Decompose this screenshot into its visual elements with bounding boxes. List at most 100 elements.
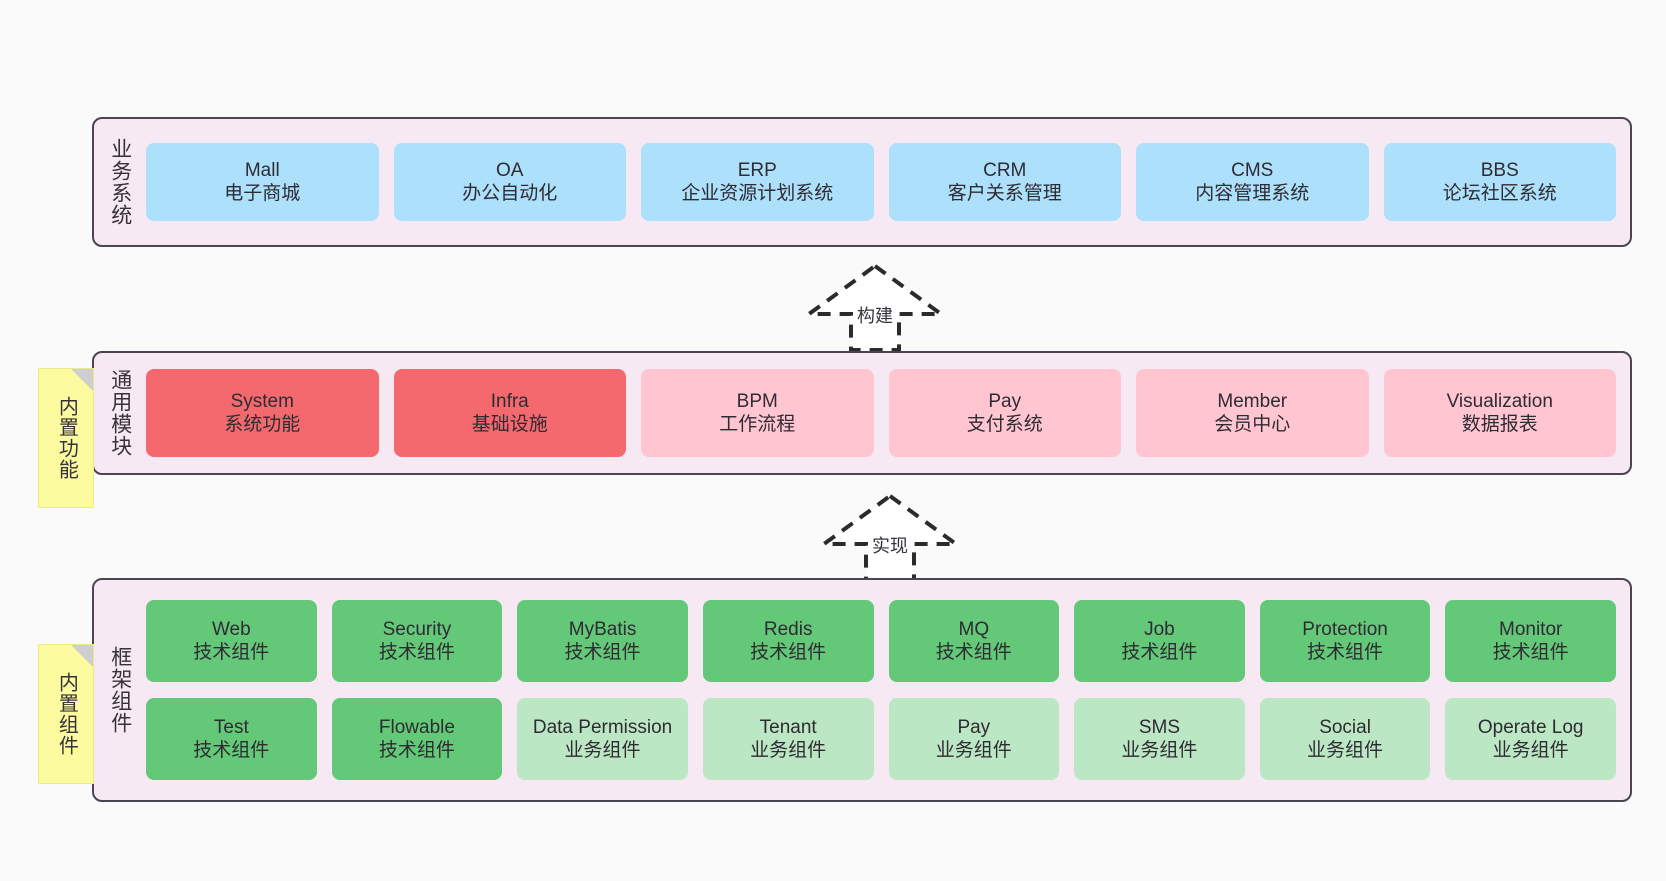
card-desc: 业务组件 — [564, 740, 641, 761]
component-card-web[interactable]: Web 技术组件 — [146, 600, 317, 682]
card-name: BPM — [736, 390, 778, 412]
card-name: Security — [382, 618, 452, 640]
component-card-job[interactable]: Job 技术组件 — [1074, 600, 1245, 682]
note-builtin-component: 内置组件 — [38, 644, 94, 784]
card-name: Monitor — [1499, 618, 1563, 640]
component-card-social[interactable]: Social 业务组件 — [1259, 698, 1431, 780]
card-desc: 技术组件 — [378, 740, 455, 761]
card-name: MQ — [958, 618, 990, 640]
card-desc: 业务组件 — [935, 740, 1012, 761]
card-desc: 客户关系管理 — [947, 183, 1062, 204]
layer-row: Mall 电子商城 OA 办公自动化 ERP 企业资源计划系统 CRM 客户关系… — [146, 143, 1616, 221]
card-name: Social — [1319, 716, 1371, 738]
card-desc: 技术组件 — [1121, 642, 1198, 663]
module-card-member[interactable]: Member 会员中心 — [1136, 369, 1369, 457]
module-card-pay[interactable]: Pay 支付系统 — [888, 369, 1121, 457]
card-name: Tenant — [759, 716, 817, 738]
card-name: Redis — [763, 618, 813, 640]
card-desc: 技术组件 — [935, 642, 1012, 663]
card-name: SMS — [1138, 716, 1181, 738]
layer-common-module: 通用模块 System 系统功能 Infra 基础设施 BPM 工作流程 Pay… — [92, 351, 1632, 475]
card-desc: 支付系统 — [966, 414, 1043, 435]
card-name: Flowable — [378, 716, 455, 738]
card-desc: 技术组件 — [1492, 642, 1569, 663]
card-name: BBS — [1480, 159, 1519, 181]
card-desc: 系统功能 — [224, 414, 301, 435]
card-name: Infra — [490, 390, 529, 412]
layer-business-system: 业务系统 Mall 电子商城 OA 办公自动化 ERP 企业资源计划系统 CRM… — [92, 117, 1632, 247]
business-card-bbs[interactable]: BBS 论坛社区系统 — [1383, 143, 1616, 221]
card-name: MyBatis — [568, 618, 637, 640]
layer-title-common-module: 通用模块 — [108, 369, 132, 457]
card-desc: 技术组件 — [564, 642, 641, 663]
layer-body-business-system: Mall 电子商城 OA 办公自动化 ERP 企业资源计划系统 CRM 客户关系… — [146, 119, 1630, 245]
layer-framework-component: 框架组件 Web 技术组件 Security 技术组件 MyBatis 技术组件… — [92, 578, 1632, 802]
card-desc: 论坛社区系统 — [1442, 183, 1557, 204]
layer-body-common-module: System 系统功能 Infra 基础设施 BPM 工作流程 Pay 支付系统… — [146, 353, 1630, 473]
card-name: Member — [1217, 390, 1288, 412]
component-card-monitor[interactable]: Monitor 技术组件 — [1445, 600, 1616, 682]
component-card-redis[interactable]: Redis 技术组件 — [702, 600, 874, 682]
layer-row: Test 技术组件 Flowable 技术组件 Data Permission … — [146, 698, 1616, 780]
card-name: System — [230, 390, 294, 412]
card-desc: 工作流程 — [719, 414, 796, 435]
component-card-flowable[interactable]: Flowable 技术组件 — [331, 698, 503, 780]
component-card-security[interactable]: Security 技术组件 — [331, 600, 503, 682]
card-name: Data Permission — [532, 716, 673, 738]
component-card-sms[interactable]: SMS 业务组件 — [1074, 698, 1245, 780]
card-desc: 业务组件 — [1121, 740, 1198, 761]
card-desc: 会员中心 — [1214, 414, 1291, 435]
business-card-erp[interactable]: ERP 企业资源计划系统 — [641, 143, 874, 221]
card-name: Operate Log — [1477, 716, 1584, 738]
layer-title-business-system: 业务系统 — [108, 138, 132, 226]
note-fold-corner-icon — [71, 369, 93, 391]
card-name: Protection — [1302, 618, 1388, 640]
note-text: 内置功能 — [55, 396, 78, 480]
component-card-mq[interactable]: MQ 技术组件 — [888, 600, 1060, 682]
note-builtin-function: 内置功能 — [38, 368, 94, 508]
component-card-pay[interactable]: Pay 业务组件 — [888, 698, 1060, 780]
card-desc: 技术组件 — [1307, 642, 1384, 663]
card-desc: 技术组件 — [193, 740, 270, 761]
card-desc: 技术组件 — [750, 642, 827, 663]
note-text: 内置组件 — [55, 672, 78, 756]
layer-row: System 系统功能 Infra 基础设施 BPM 工作流程 Pay 支付系统… — [146, 369, 1616, 457]
card-name: Job — [1144, 618, 1175, 640]
layer-body-framework-component: Web 技术组件 Security 技术组件 MyBatis 技术组件 Redi… — [146, 580, 1630, 800]
card-name: CMS — [1231, 159, 1274, 181]
card-desc: 办公自动化 — [462, 183, 558, 204]
card-name: Pay — [988, 390, 1022, 412]
card-desc: 企业资源计划系统 — [681, 183, 834, 204]
card-name: Test — [213, 716, 249, 738]
module-card-bpm[interactable]: BPM 工作流程 — [641, 369, 874, 457]
business-card-mall[interactable]: Mall 电子商城 — [146, 143, 379, 221]
card-name: CRM — [983, 159, 1027, 181]
component-card-test[interactable]: Test 技术组件 — [146, 698, 317, 780]
component-card-data-permission[interactable]: Data Permission 业务组件 — [517, 698, 688, 780]
card-name: ERP — [737, 159, 777, 181]
card-name: Pay — [957, 716, 991, 738]
component-card-tenant[interactable]: Tenant 业务组件 — [702, 698, 874, 780]
business-card-cms[interactable]: CMS 内容管理系统 — [1136, 143, 1369, 221]
card-desc: 业务组件 — [1492, 740, 1569, 761]
card-desc: 基础设施 — [471, 414, 548, 435]
business-card-crm[interactable]: CRM 客户关系管理 — [888, 143, 1121, 221]
relation-implement-arrow: 实现 — [810, 492, 970, 582]
note-fold-corner-icon — [71, 645, 93, 667]
layer-row: Web 技术组件 Security 技术组件 MyBatis 技术组件 Redi… — [146, 600, 1616, 682]
module-card-infra[interactable]: Infra 基础设施 — [393, 369, 626, 457]
component-card-operate-log[interactable]: Operate Log 业务组件 — [1445, 698, 1616, 780]
business-card-oa[interactable]: OA 办公自动化 — [393, 143, 626, 221]
layer-title-framework-component: 框架组件 — [108, 646, 132, 734]
component-card-protection[interactable]: Protection 技术组件 — [1259, 600, 1431, 682]
module-card-system[interactable]: System 系统功能 — [146, 369, 379, 457]
card-desc: 内容管理系统 — [1195, 183, 1310, 204]
card-name: Web — [211, 618, 251, 640]
component-card-mybatis[interactable]: MyBatis 技术组件 — [517, 600, 688, 682]
card-desc: 数据报表 — [1461, 414, 1538, 435]
card-desc: 技术组件 — [193, 642, 270, 663]
relation-build-arrow: 构建 — [795, 262, 955, 352]
module-card-visualization[interactable]: Visualization 数据报表 — [1383, 369, 1616, 457]
card-desc: 业务组件 — [750, 740, 827, 761]
